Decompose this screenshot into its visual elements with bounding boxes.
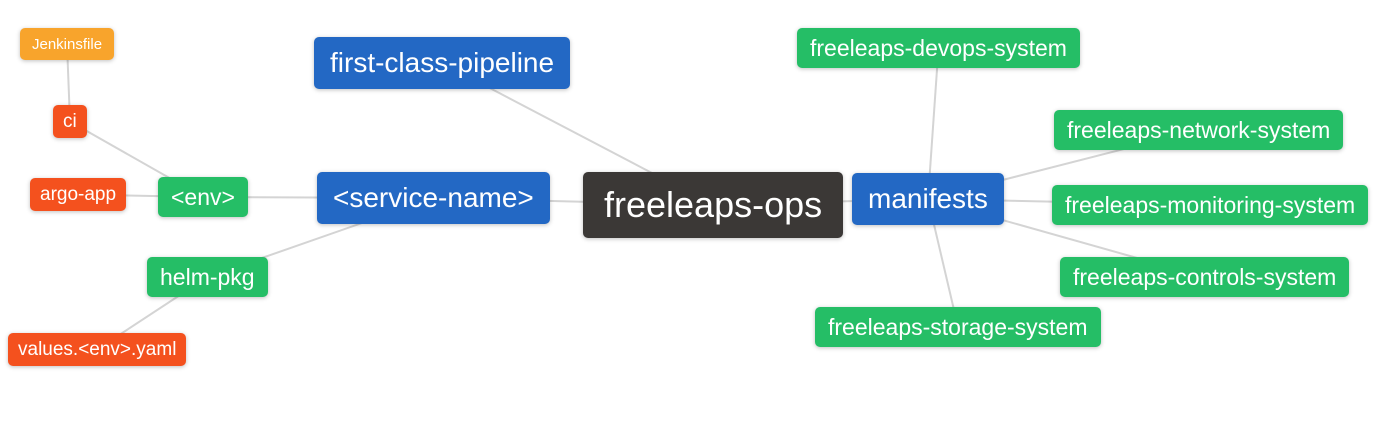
node-freeleaps-devops-system[interactable]: freeleaps-devops-system xyxy=(797,28,1080,68)
node-freeleaps-controls-system[interactable]: freeleaps-controls-system xyxy=(1060,257,1350,297)
node-freeleaps-ops[interactable]: freeleaps-ops xyxy=(583,172,844,238)
node-service-name[interactable]: <service-name> xyxy=(317,172,550,224)
node-manifests[interactable]: manifests xyxy=(852,173,1004,225)
node-values-env-yaml[interactable]: values.<env>.yaml xyxy=(8,333,187,366)
node-jenkinsfile[interactable]: Jenkinsfile xyxy=(20,28,115,60)
node-freeleaps-network-system[interactable]: freeleaps-network-system xyxy=(1054,110,1344,150)
node-ci[interactable]: ci xyxy=(53,105,87,138)
node-env[interactable]: <env> xyxy=(158,177,248,217)
node-argo-app[interactable]: argo-app xyxy=(30,178,127,211)
node-freeleaps-monitoring-system[interactable]: freeleaps-monitoring-system xyxy=(1052,185,1369,225)
node-freeleaps-storage-system[interactable]: freeleaps-storage-system xyxy=(815,307,1101,347)
node-first-class-pipeline[interactable]: first-class-pipeline xyxy=(314,37,571,89)
node-helm-pkg[interactable]: helm-pkg xyxy=(147,257,268,297)
